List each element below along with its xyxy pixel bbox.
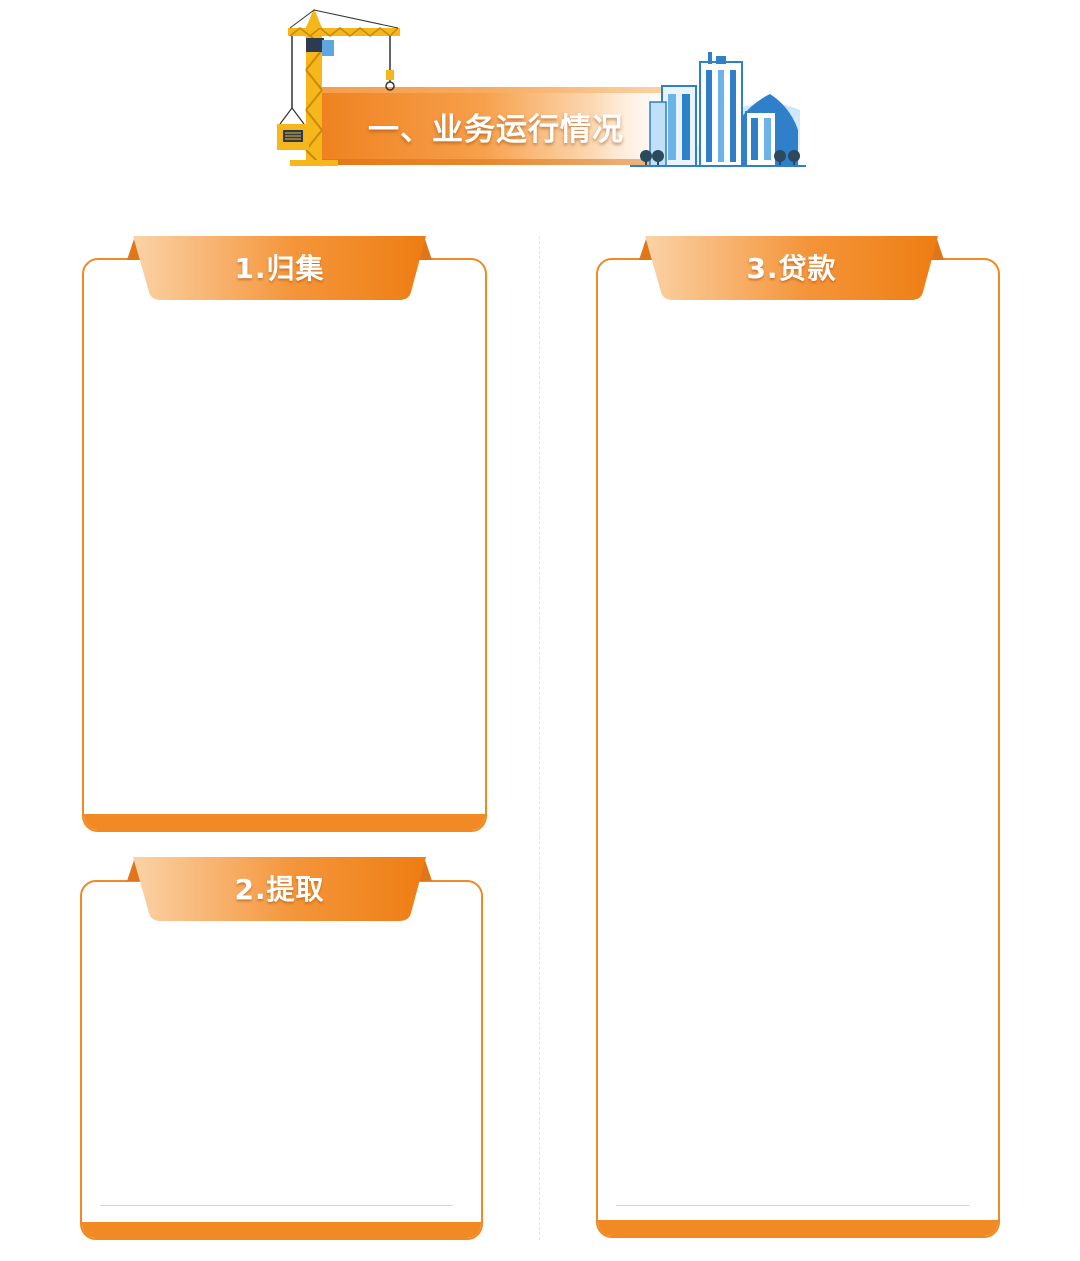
buildings-icon bbox=[630, 52, 806, 167]
section-header-banner: 一、业务运行情况 bbox=[270, 0, 810, 170]
panel-tab-collection: 1.归集 bbox=[127, 236, 432, 302]
panel-collection bbox=[82, 258, 487, 832]
panel-divider-line bbox=[100, 1205, 453, 1206]
panel-loan bbox=[596, 258, 1000, 1238]
panel-divider-line bbox=[616, 1205, 970, 1206]
panel-tab-loan: 3.贷款 bbox=[639, 236, 944, 302]
panel-title: 3.贷款 bbox=[746, 252, 837, 285]
panel-footer-bar bbox=[598, 1220, 998, 1236]
panel-footer-bar bbox=[82, 1222, 481, 1238]
panel-footer-bar bbox=[84, 814, 485, 830]
panel-title: 1.归集 bbox=[234, 252, 325, 285]
column-divider bbox=[539, 236, 540, 1240]
panel-withdrawal bbox=[80, 880, 483, 1240]
panel-title: 2.提取 bbox=[234, 873, 325, 906]
crane-icon bbox=[277, 8, 400, 167]
panel-tab-withdrawal: 2.提取 bbox=[127, 857, 432, 923]
section-title: 一、业务运行情况 bbox=[368, 112, 624, 148]
